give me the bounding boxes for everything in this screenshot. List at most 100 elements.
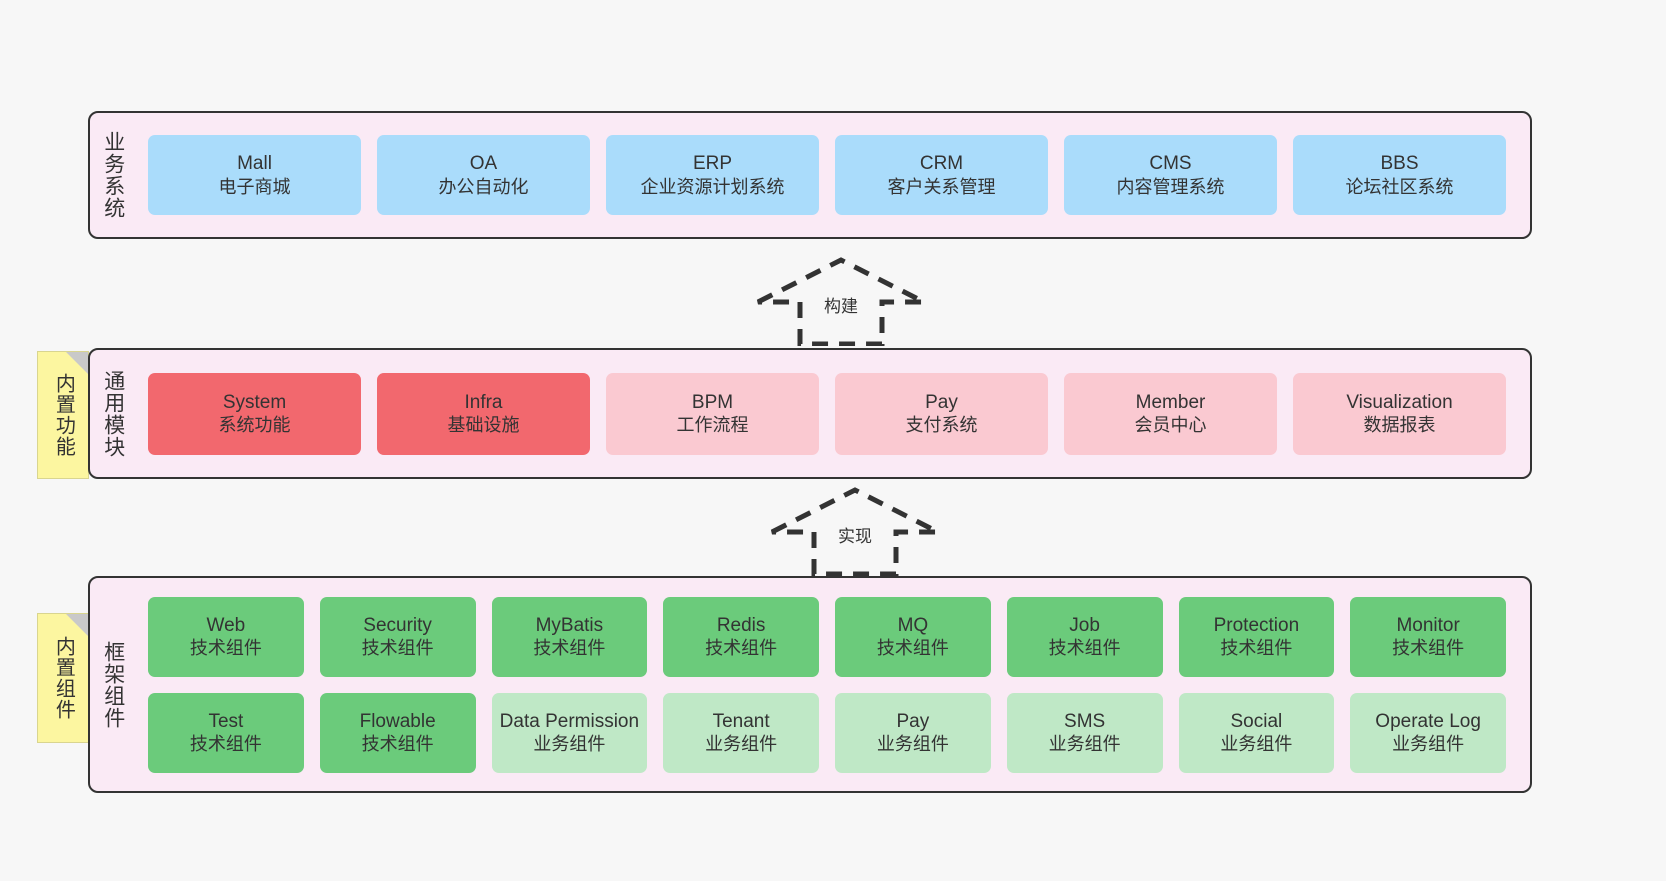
framework-layer-label: 框架组件: [101, 640, 125, 729]
framework-component-layer: 框架组件 Web 技术组件 Security 技术组件 MyBatis 技术组件…: [88, 576, 1532, 793]
card-title: MyBatis: [535, 614, 604, 636]
card-subtitle: 业务组件: [1048, 734, 1121, 755]
framework-card-web[interactable]: Web 技术组件: [148, 596, 304, 677]
sticky-note-builtin-functions: 内置功能: [37, 351, 89, 479]
folded-corner-icon: [66, 352, 88, 374]
module-card-bpm[interactable]: BPM 工作流程: [606, 372, 819, 455]
card-title: Test: [208, 710, 244, 732]
framework-card-pay[interactable]: Pay 业务组件: [835, 692, 991, 773]
module-card-pay[interactable]: Pay 支付系统: [835, 372, 1048, 455]
module-card-member[interactable]: Member 会员中心: [1064, 372, 1277, 455]
framework-card-mq[interactable]: MQ 技术组件: [835, 596, 991, 677]
card-subtitle: 工作流程: [676, 415, 749, 436]
card-title: Flowable: [359, 710, 436, 732]
card-title: BPM: [691, 391, 734, 413]
card-title: SMS: [1064, 710, 1106, 732]
card-subtitle: 业务组件: [1392, 734, 1465, 755]
sticky-note-text: 内置功能: [52, 373, 75, 457]
card-title: Protection: [1213, 614, 1300, 636]
card-title: Tenant: [712, 710, 770, 732]
module-card-visualization[interactable]: Visualization 数据报表: [1293, 372, 1506, 455]
card-title: Social: [1230, 710, 1283, 732]
card-subtitle: 技术组件: [1392, 638, 1465, 659]
framework-card-operate-log[interactable]: Operate Log 业务组件: [1350, 692, 1506, 773]
card-subtitle: 内容管理系统: [1116, 176, 1225, 197]
framework-card-tenant[interactable]: Tenant 业务组件: [663, 692, 819, 773]
card-subtitle: 电子商城: [218, 176, 291, 197]
business-system-layer: 业务系统 Mall 电子商城 OA 办公自动化 ERP 企业资源计划系统 CRM: [88, 111, 1532, 239]
card-subtitle: 技术组件: [189, 734, 262, 755]
card-title: Web: [206, 614, 246, 636]
business-card-erp[interactable]: ERP 企业资源计划系统: [606, 135, 819, 215]
business-card-cms[interactable]: CMS 内容管理系统: [1064, 135, 1277, 215]
card-subtitle: 论坛社区系统: [1345, 176, 1454, 197]
card-title: Monitor: [1396, 614, 1460, 636]
card-title: Infra: [464, 391, 503, 413]
card-subtitle: 办公自动化: [438, 176, 529, 197]
framework-card-job[interactable]: Job 技术组件: [1006, 596, 1163, 677]
card-subtitle: 业务组件: [1220, 734, 1293, 755]
card-title: Visualization: [1346, 391, 1453, 413]
framework-card-protection[interactable]: Protection 技术组件: [1178, 596, 1335, 677]
framework-card-sms[interactable]: SMS 业务组件: [1006, 692, 1163, 773]
sticky-note-builtin-components: 内置组件: [37, 613, 89, 743]
card-subtitle: 技术组件: [1220, 638, 1293, 659]
framework-card-monitor[interactable]: Monitor 技术组件: [1350, 596, 1506, 677]
card-subtitle: 数据报表: [1363, 415, 1436, 436]
card-title: Mall: [237, 153, 272, 175]
card-subtitle: 系统功能: [218, 415, 291, 436]
business-card-crm[interactable]: CRM 客户关系管理: [835, 135, 1048, 215]
module-card-infra[interactable]: Infra 基础设施: [377, 372, 590, 455]
folded-corner-icon: [66, 614, 88, 636]
card-title: MQ: [897, 614, 929, 636]
card-title: Security: [363, 614, 432, 636]
implement-arrow: 实现: [762, 484, 948, 576]
card-title: CMS: [1149, 153, 1192, 175]
framework-card-redis[interactable]: Redis 技术组件: [663, 596, 819, 677]
card-subtitle: 技术组件: [705, 638, 778, 659]
card-title: Pay: [896, 710, 930, 732]
framework-card-row-tech: Web 技术组件 Security 技术组件 MyBatis 技术组件 Redi…: [140, 596, 1514, 677]
card-subtitle: 技术组件: [361, 734, 434, 755]
business-card-mall[interactable]: Mall 电子商城: [148, 135, 361, 215]
card-subtitle: 技术组件: [361, 638, 434, 659]
card-subtitle: 技术组件: [189, 638, 262, 659]
card-title: Redis: [716, 614, 766, 636]
card-subtitle: 业务组件: [705, 734, 778, 755]
framework-card-security[interactable]: Security 技术组件: [319, 596, 476, 677]
card-subtitle: 会员中心: [1134, 415, 1207, 436]
card-title: System: [222, 391, 287, 413]
card-title: Data Permission: [499, 710, 640, 732]
framework-layer-body: Web 技术组件 Security 技术组件 MyBatis 技术组件 Redi…: [136, 578, 1530, 791]
card-title: ERP: [692, 153, 733, 175]
business-card-oa[interactable]: OA 办公自动化: [377, 135, 590, 215]
card-title: Job: [1069, 614, 1100, 636]
card-subtitle: 技术组件: [876, 638, 949, 659]
card-subtitle: 基础设施: [447, 415, 520, 436]
framework-card-data-permission[interactable]: Data Permission 业务组件: [491, 692, 648, 773]
card-title: OA: [469, 153, 498, 175]
common-module-layer: 通用模块 System 系统功能 Infra 基础设施 BPM 工作流程 Pay: [88, 348, 1532, 479]
business-layer-label: 业务系统: [101, 131, 125, 219]
module-card-system[interactable]: System 系统功能: [148, 372, 361, 455]
framework-card-flowable[interactable]: Flowable 技术组件: [319, 692, 476, 773]
framework-card-social[interactable]: Social 业务组件: [1178, 692, 1335, 773]
module-layer-body: System 系统功能 Infra 基础设施 BPM 工作流程 Pay 支付系统…: [136, 350, 1530, 477]
module-layer-label: 通用模块: [101, 369, 125, 458]
implement-arrow-label: 实现: [838, 527, 872, 546]
card-title: Operate Log: [1375, 710, 1481, 732]
framework-card-test[interactable]: Test 技术组件: [148, 692, 304, 773]
card-subtitle: 客户关系管理: [887, 176, 996, 197]
card-title: Pay: [925, 391, 958, 413]
build-arrow: 构建: [748, 254, 934, 346]
card-subtitle: 业务组件: [876, 734, 949, 755]
card-subtitle: 支付系统: [905, 415, 978, 436]
card-subtitle: 业务组件: [533, 734, 606, 755]
card-title: BBS: [1380, 153, 1419, 175]
module-card-row: System 系统功能 Infra 基础设施 BPM 工作流程 Pay 支付系统…: [140, 372, 1514, 455]
card-title: Member: [1135, 391, 1206, 413]
build-arrow-label: 构建: [824, 297, 858, 316]
business-card-bbs[interactable]: BBS 论坛社区系统: [1293, 135, 1506, 215]
framework-card-mybatis[interactable]: MyBatis 技术组件: [491, 596, 648, 677]
